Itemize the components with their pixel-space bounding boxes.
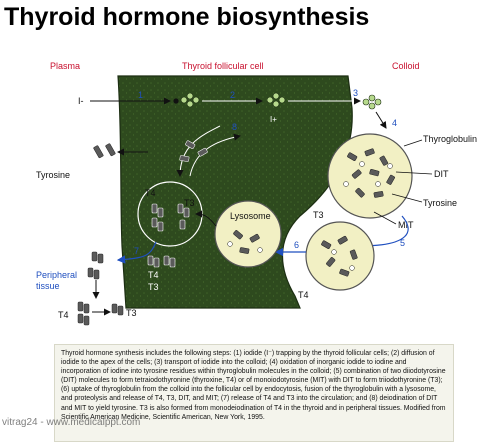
iodide-dot: [173, 98, 179, 104]
tyrosine-right-pointer: [391, 193, 423, 203]
t3-lower-vesicle-label: T3: [313, 210, 324, 220]
t3-vesicle-label: T3: [184, 198, 195, 208]
slide-title: Thyroid hormone biosynthesis: [4, 3, 370, 31]
iodide-cluster-2: [266, 92, 286, 108]
step-6: 6: [294, 240, 299, 250]
step-7: 7: [134, 246, 139, 256]
step-2: 2: [230, 90, 235, 100]
iodide-label: I-: [78, 96, 84, 106]
watermark: vitrag24 - www.medicalppt.com: [2, 417, 141, 428]
cell-label: Thyroid follicular cell: [182, 61, 264, 71]
thyroglobulin-circle: [327, 133, 413, 219]
caption-text: Thyroid hormone synthesis includes the f…: [61, 350, 446, 421]
lower-vesicle-molecules: [321, 235, 358, 277]
lysosome-molecules: [227, 230, 263, 254]
t3-tissue-label: T3: [126, 308, 137, 318]
iodine-label: I+: [270, 115, 277, 124]
arrow-step-7: [116, 241, 157, 264]
arrow-deiodinated-return: [189, 133, 241, 177]
t4-exit-label: T4: [148, 270, 159, 280]
step-3: 3: [353, 88, 358, 98]
tyrosine-molecule: [93, 143, 116, 159]
thyroglobulin-molecules: [343, 148, 395, 198]
step-8: 8: [232, 122, 237, 132]
dit-pointer: [395, 171, 433, 175]
diagram-svg: Plasma Thyroid follicular cell Colloid I…: [36, 61, 477, 326]
lysosome: [214, 200, 282, 268]
iodide-cluster-1: [180, 92, 200, 108]
iodide-cluster-3: [362, 94, 382, 110]
lower-vesicle: [305, 221, 375, 291]
tyrosine-left-label: Tyrosine: [36, 170, 70, 180]
plasma-hormones: [87, 251, 104, 280]
peripheral-tissue-label-line: tissue: [36, 281, 60, 291]
step-4: 4: [392, 118, 397, 128]
arrow-step-4: [375, 111, 387, 129]
dit-label: DIT: [434, 169, 449, 179]
thyroglobulin-label: Thyroglobulin: [423, 134, 477, 144]
thyroglobulin-pointer: [403, 139, 423, 147]
arrow-step-5: [358, 215, 409, 251]
released-hormones: [147, 255, 176, 268]
arrow-lysosome-to-vesicle: [195, 210, 217, 227]
t4-lower-vesicle-label: T4: [298, 290, 309, 300]
step-5: 5: [400, 238, 405, 248]
hormone-vesicle-molecules: [151, 203, 190, 232]
plasma-label: Plasma: [50, 61, 80, 71]
deiodinated-fragments: [179, 140, 208, 162]
t4-vesicle-label: T4: [145, 188, 156, 198]
colloid-label: Colloid: [392, 61, 420, 71]
peripheral-tissue-label-line: Peripheral: [36, 270, 77, 280]
caption-box: Thyroid hormone synthesis includes the f…: [54, 344, 454, 442]
thyroid-diagram: Plasma Thyroid follicular cell Colloid I…: [30, 46, 480, 341]
tyrosine-right-label: Tyrosine: [423, 198, 457, 208]
tissue-hormones: [77, 301, 124, 326]
t3-exit-label: T3: [148, 282, 159, 292]
mit-pointer: [373, 211, 397, 225]
peripheral-tissue-label: Peripheral tissue: [36, 270, 80, 291]
step-1: 1: [138, 90, 143, 100]
mit-label: MIT: [398, 220, 414, 230]
t4-tissue-label: T4: [58, 310, 69, 320]
lysosome-label: Lysosome: [230, 211, 271, 221]
